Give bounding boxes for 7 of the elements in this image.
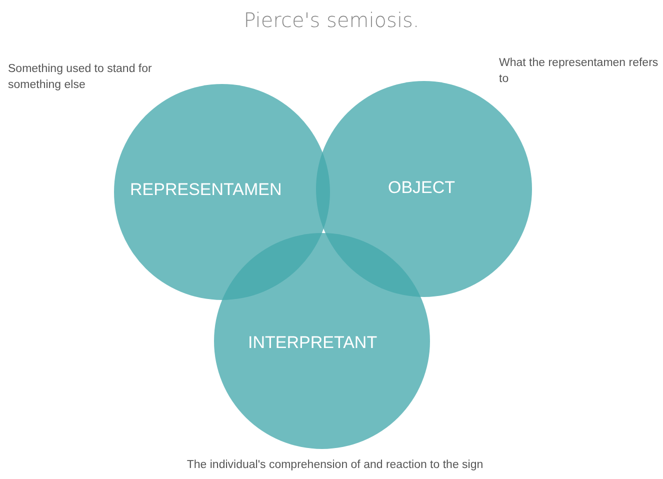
description-text: Something used to stand for something else — [8, 62, 153, 93]
description-text: The individual's comprehension of and reaction to the sign — [186, 458, 484, 473]
circle-label: OBJECT — [388, 178, 456, 198]
description-text: What the representamen refers to — [499, 56, 659, 87]
circle-label: REPRESENTAMEN — [130, 180, 282, 200]
circle-label: INTERPRETANT — [248, 333, 378, 353]
title: Pierce's semiosis. — [242, 8, 420, 32]
